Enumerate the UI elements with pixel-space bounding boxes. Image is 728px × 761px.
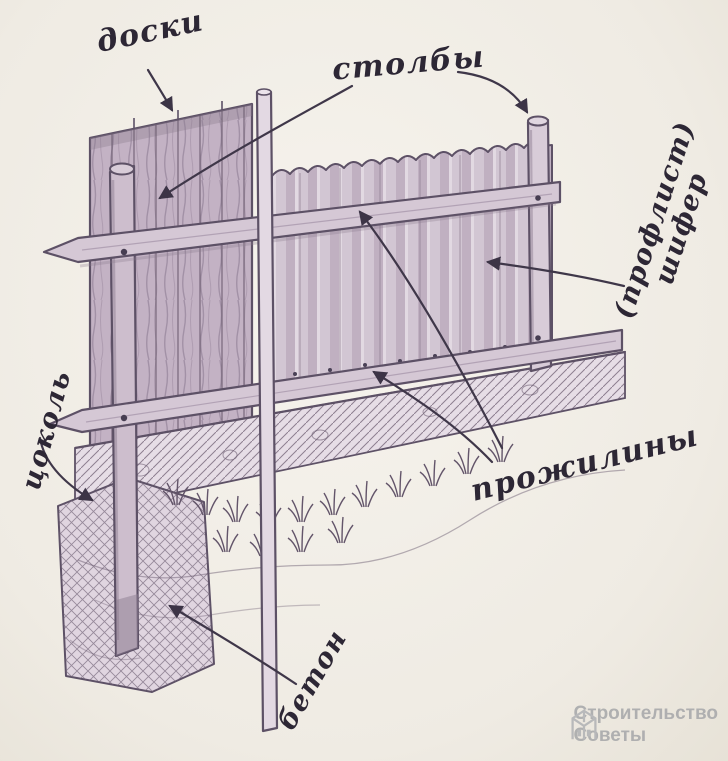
watermark-line1: Строительство — [573, 703, 718, 725]
right-post — [526, 115, 553, 373]
arrow-boards — [146, 68, 174, 112]
arrow-sheet — [485, 256, 626, 288]
watermark-line2: Советы — [573, 725, 647, 747]
arrow-posts-left — [158, 84, 354, 200]
watermark-text: Строительство Советы — [574, 703, 718, 747]
center-pole — [255, 88, 279, 733]
arrow-rails-top — [358, 210, 504, 450]
arrow-rails-bottom — [372, 370, 494, 464]
watermark: Строительство Советы — [565, 703, 718, 747]
arrow-plinth — [38, 436, 94, 502]
arrow-posts-right — [456, 70, 529, 114]
plinth-stones — [130, 384, 539, 477]
top-rail — [42, 180, 562, 268]
arrow-concrete — [168, 604, 298, 686]
fastener-dots — [120, 195, 541, 422]
bottom-rail — [48, 328, 624, 434]
